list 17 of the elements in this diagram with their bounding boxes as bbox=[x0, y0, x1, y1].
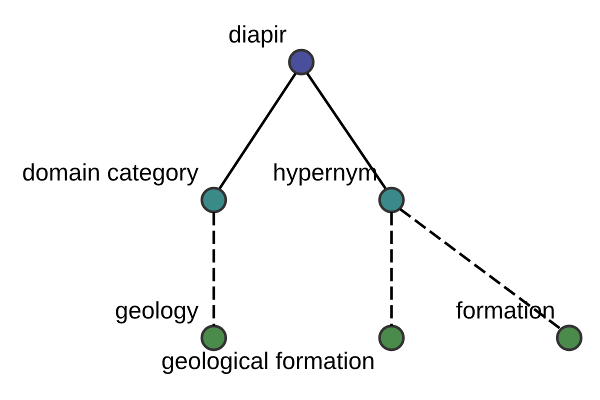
node-label: diapir bbox=[228, 22, 287, 49]
node-circle bbox=[556, 324, 582, 352]
connector bbox=[390, 212, 393, 326]
node-circle bbox=[378, 186, 405, 214]
connector bbox=[218, 72, 297, 190]
node-circle bbox=[200, 324, 228, 352]
node-label: hypernym bbox=[272, 160, 378, 187]
node-label: domain category bbox=[22, 160, 199, 187]
node-label: geology bbox=[114, 298, 199, 325]
node-label: geological formation bbox=[161, 348, 375, 375]
node-circle bbox=[200, 186, 228, 214]
connector bbox=[212, 212, 216, 326]
node-circle bbox=[378, 324, 405, 352]
connector bbox=[306, 72, 387, 190]
node-circle bbox=[288, 48, 315, 76]
node-label: formation bbox=[456, 298, 556, 325]
connector bbox=[399, 208, 562, 330]
